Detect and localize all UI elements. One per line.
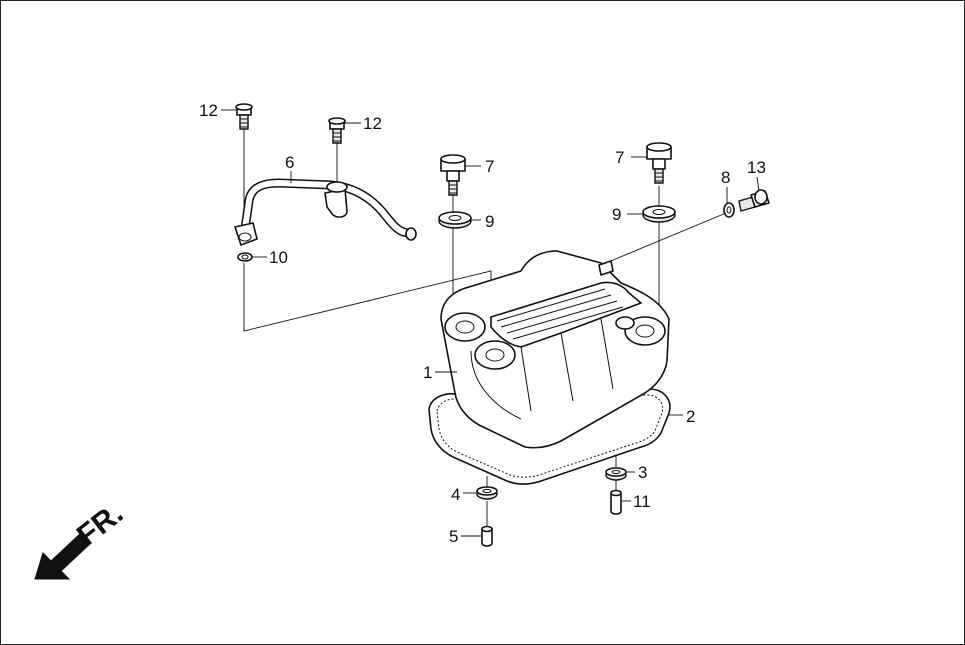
seal-washer-3 [605, 467, 627, 481]
dowel-pin-11 [610, 489, 622, 515]
o-ring-10 [237, 252, 253, 262]
bolt-13 [738, 189, 770, 212]
callout-11: 11 [633, 492, 651, 511]
front-direction-indicator: FR. [34, 497, 129, 580]
callout-leaders [221, 109, 760, 537]
callout-10: 10 [269, 248, 288, 267]
callout-7: 7 [615, 148, 624, 167]
special-bolt-7-left [440, 154, 466, 196]
callout-9: 9 [612, 205, 621, 224]
special-bolt-7-right [646, 142, 672, 184]
flange-bolt-12-left [235, 103, 253, 130]
callout-1: 1 [423, 363, 432, 382]
callout-7: 7 [485, 157, 494, 176]
washer-8 [723, 202, 735, 218]
dowel-pin-5 [481, 525, 493, 547]
callout-12: 12 [199, 101, 218, 120]
callout-5: 5 [449, 527, 458, 546]
callout-12: 12 [363, 114, 382, 133]
callout-3: 3 [638, 463, 647, 482]
callout-2: 2 [686, 407, 695, 426]
seal-washer-4 [476, 486, 498, 500]
callout-6: 6 [285, 153, 294, 172]
callout-13: 13 [747, 158, 766, 177]
breather-tube [234, 178, 417, 246]
callout-8: 8 [721, 168, 730, 187]
front-arrow-icon [34, 532, 92, 580]
callout-labels: 12 12 6 10 7 9 7 9 8 13 1 2 3 4 11 5 [199, 101, 766, 546]
callout-4: 4 [451, 485, 460, 504]
rubber-seal-9-right [642, 205, 676, 223]
flange-bolt-12-right [328, 117, 346, 144]
rubber-seal-9-left [438, 211, 472, 229]
callout-9: 9 [485, 212, 494, 231]
cylinder-head-cover [440, 250, 670, 449]
